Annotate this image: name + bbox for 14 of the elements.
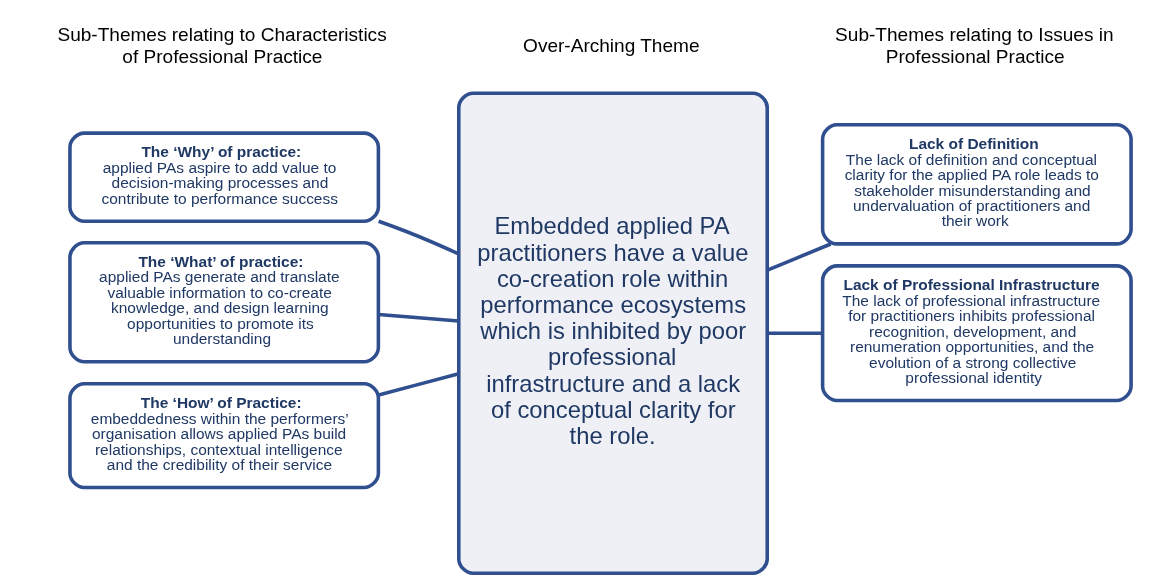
node-box: The ‘Why’ of practice: applied PAs aspire to add value to decision-making processes and contribute to performance success	[68, 131, 381, 224]
connector	[766, 242, 832, 272]
node-box: Embedded applied PA practitioners have a value co-creation role within performance ecosystems which is inhibited by poor professional infrastructure and a lack of conceptual clarity for the role.	[457, 91, 770, 575]
node-box: Lack of Definition The lack of definition and conceptual clarity for the applied PA role leads to stakeholder misunderstanding and undervaluation of practitioners and their work	[820, 123, 1133, 246]
label: Sub-Themes relating to Issues in Professional Practice	[835, 24, 1114, 67]
node-box: The ‘What’ of practice: applied PAs generate and translate valuable information to co-create knowledge, and design learning opportunities to promote its understanding	[68, 240, 381, 364]
connector	[378, 219, 460, 256]
connector	[378, 372, 460, 397]
node-box: Lack of Professional Infrastructure The lack of professional infrastructure for practitioners inhibits professional recognition, development, and renumeration opportunities, and the evolution of a strong collective professional identity	[820, 264, 1133, 403]
connector	[767, 331, 823, 335]
node-box: The ‘How’ of Practice: embeddedness within the performers’ organisation allows applied PAs build relationships, contextual intelligence and the credibility of their service	[68, 382, 381, 490]
connector	[378, 312, 459, 323]
label: Sub-Themes relating to Characteristics of Professional Practice	[57, 24, 387, 67]
label: Over-Arching Theme	[523, 34, 700, 56]
